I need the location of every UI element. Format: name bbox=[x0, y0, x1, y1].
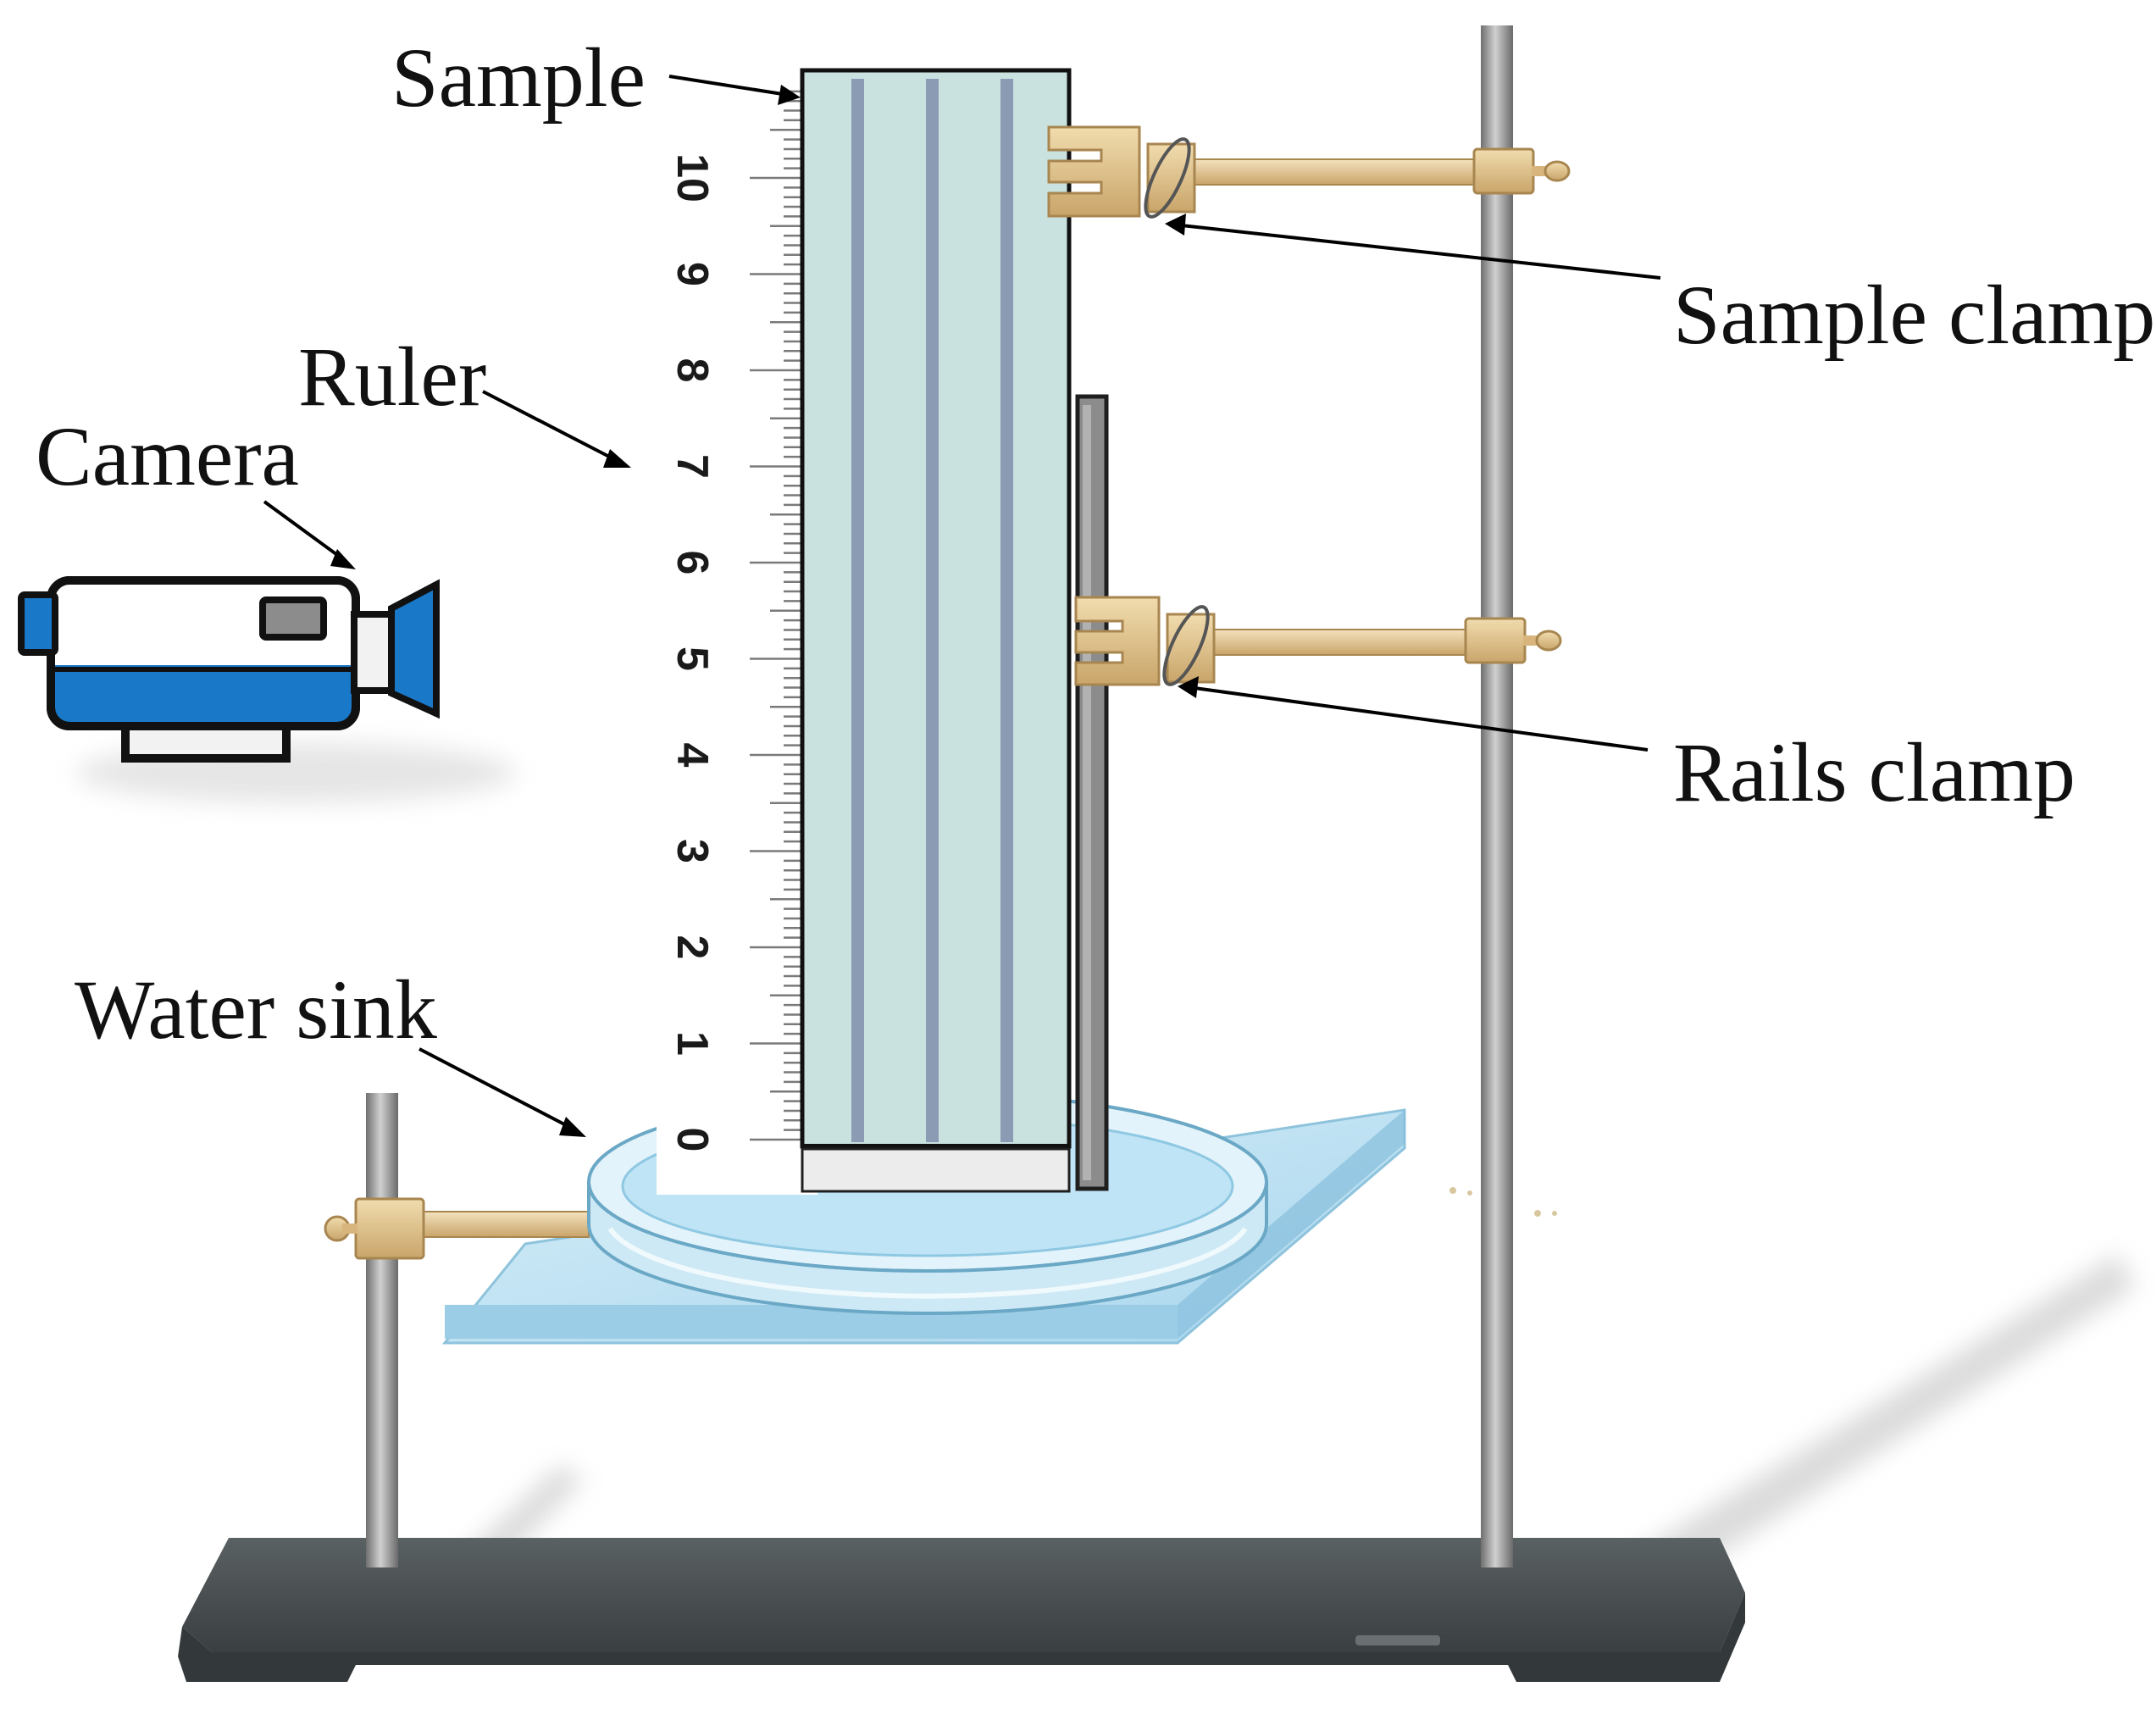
leader-lines bbox=[263, 75, 1661, 1137]
ruler-tick-label: 10 bbox=[668, 153, 717, 203]
sample-clamp bbox=[1047, 125, 1571, 219]
arrowhead-sample bbox=[778, 85, 801, 105]
tall-support-rod bbox=[1481, 25, 1513, 1568]
label-camera: Camera bbox=[36, 409, 299, 503]
ruler-tick-label: 5 bbox=[668, 646, 717, 671]
ruler-tick-label: 7 bbox=[668, 454, 717, 479]
ruler-tick-label: 2 bbox=[668, 935, 717, 960]
label-ruler: Ruler bbox=[298, 330, 486, 424]
short-support-rod bbox=[366, 1093, 398, 1568]
rail bbox=[1075, 394, 1109, 1191]
ruler-tick-label: 8 bbox=[668, 358, 717, 383]
leader-sample bbox=[668, 75, 789, 97]
arrowhead-water-sink bbox=[559, 1117, 586, 1137]
specks bbox=[1449, 1187, 1557, 1217]
ruler-ticks bbox=[750, 90, 802, 1141]
label-sample-clamp: Sample clamp bbox=[1673, 268, 2155, 362]
ruler-tick-label: 3 bbox=[668, 839, 717, 863]
leader-sample-clamp bbox=[1181, 224, 1661, 280]
arrowhead-rails-clamp bbox=[1178, 676, 1199, 698]
arrowhead-ruler bbox=[603, 449, 631, 468]
stand-base bbox=[178, 1538, 1745, 1682]
arrowhead-camera bbox=[330, 549, 356, 569]
label-sample: Sample bbox=[391, 31, 646, 125]
ruler-tick-label: 1 bbox=[668, 1031, 717, 1056]
label-water-sink: Water sink bbox=[75, 963, 437, 1057]
leader-ruler bbox=[482, 390, 615, 461]
label-rails-clamp: Rails clamp bbox=[1673, 725, 2076, 819]
leader-rails-clamp bbox=[1194, 686, 1649, 752]
ruler-tick-label: 9 bbox=[668, 262, 717, 286]
ruler-tick-label: 0 bbox=[668, 1128, 717, 1152]
sink-clamp bbox=[324, 1197, 590, 1260]
camera-icon bbox=[18, 576, 440, 763]
labels: Sample Sample clamp Ruler Camera Rails c… bbox=[36, 31, 2155, 1057]
sample bbox=[800, 68, 1072, 1193]
arrowhead-sample-clamp bbox=[1165, 214, 1186, 236]
ruler-labels: 0 1 2 3 4 5 6 7 8 9 10 bbox=[668, 153, 717, 1151]
leader-camera bbox=[263, 500, 345, 561]
ruler: 0 1 2 3 4 5 6 7 8 9 10 bbox=[657, 90, 818, 1195]
ruler-tick-label: 4 bbox=[668, 743, 717, 768]
ruler-tick-label: 6 bbox=[668, 551, 717, 575]
leader-water-sink bbox=[418, 1047, 570, 1129]
